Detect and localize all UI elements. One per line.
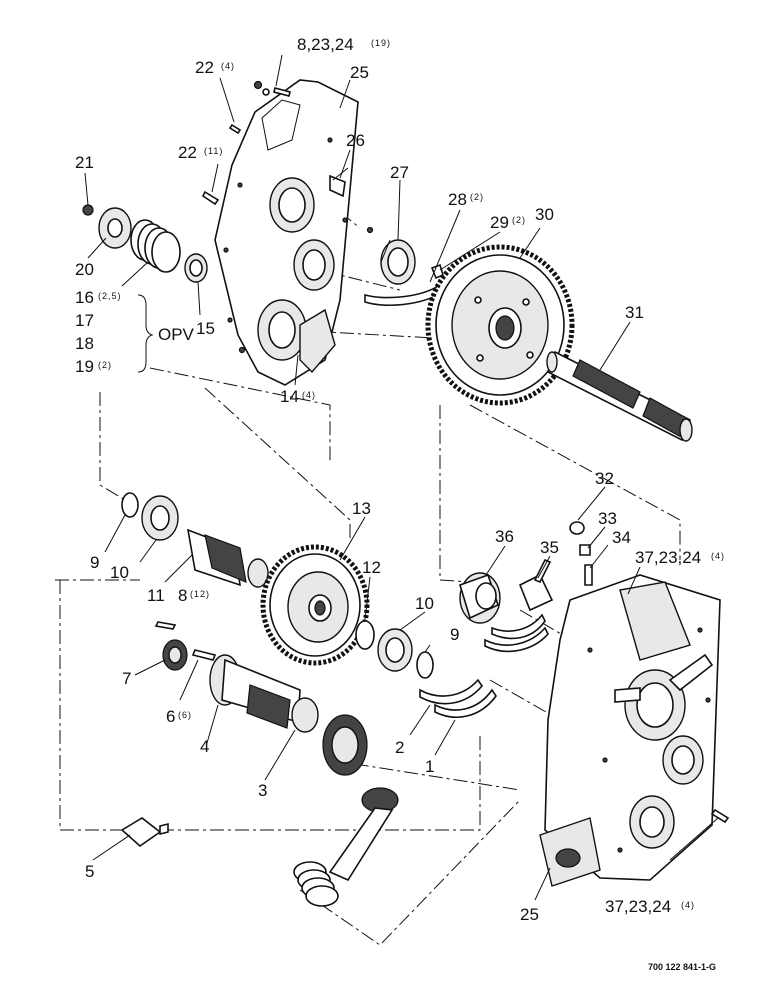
callout-22-lower: 22 [178, 143, 197, 162]
bevel-shaft-and-spring [293, 787, 399, 907]
callout-36: 36 [495, 527, 514, 546]
callout-16: 16 [75, 288, 94, 307]
callout-28: 28 [448, 190, 467, 209]
callout-37-23-24-bottom-qty: (4) [681, 900, 695, 910]
callout-10-left: 10 [110, 563, 129, 582]
callout-15: 15 [196, 319, 215, 338]
callout-16-qty: (2,5) [98, 291, 122, 301]
callout-25-lower: 25 [520, 905, 539, 924]
callout-14-qty: (4) [302, 390, 316, 400]
callout-22-upper: 22 [195, 58, 214, 77]
callout-1: 1 [425, 757, 434, 776]
spring-stack-16-20 [82, 204, 208, 283]
callout-22-lower-qty: (11) [204, 146, 223, 156]
shims-lower-right [484, 613, 549, 653]
callout-8-mid-qty: (12) [190, 589, 210, 599]
callout-14: 14 [280, 387, 299, 406]
callout-7: 7 [122, 669, 131, 688]
right-bearing-group [355, 620, 434, 679]
callout-17: 17 [75, 311, 94, 330]
lower-shaft-group [162, 639, 368, 776]
top-fasteners [201, 80, 291, 206]
bearing-36 [459, 572, 501, 624]
seals-32-34 [569, 521, 593, 586]
callout-labels: 8,23,24 (19) 22 (4) 25 22 (11) 26 21 27 … [75, 35, 725, 972]
callout-26: 26 [346, 131, 365, 150]
callout-10-right: 10 [415, 594, 434, 613]
callout-18: 18 [75, 334, 94, 353]
callout-34: 34 [612, 528, 631, 547]
callout-29-qty: (2) [512, 215, 526, 225]
callout-19: 19 [75, 357, 94, 376]
callout-9-right: 9 [450, 625, 459, 644]
callout-31: 31 [625, 303, 644, 322]
grease-tube-5 [120, 817, 169, 848]
callout-12: 12 [362, 558, 381, 577]
part-26-linkage [329, 167, 374, 234]
callout-37-23-24-top-qty: (4) [711, 551, 725, 561]
middle-bearing-group [121, 492, 269, 630]
callout-25-upper: 25 [350, 63, 369, 82]
leader-lines [84, 54, 719, 901]
callout-2: 2 [395, 738, 404, 757]
callout-29: 29 [490, 213, 509, 232]
callout-5: 5 [85, 862, 94, 881]
callout-30: 30 [535, 205, 554, 224]
callout-4: 4 [200, 737, 209, 756]
callout-9-left: 9 [90, 553, 99, 572]
callout-32: 32 [595, 469, 614, 488]
callout-21: 21 [75, 153, 94, 172]
upper-gearcase-plate [214, 79, 359, 386]
callout-13: 13 [352, 499, 371, 518]
callout-8-23-24-top-qty: (19) [371, 38, 391, 48]
callout-27: 27 [390, 163, 409, 182]
callout-6-qty: (6) [178, 710, 192, 720]
callout-28-qty: (2) [470, 192, 484, 202]
callout-opv: OPV [158, 325, 195, 344]
lever-35 [518, 558, 554, 612]
callout-8-mid: 8 [178, 586, 187, 605]
drawing-reference-number: 700 122 841-1-G [648, 962, 716, 972]
shims-1-2 [419, 678, 497, 718]
splined-shaft-31 [546, 350, 693, 442]
callout-20: 20 [75, 260, 94, 279]
bearing-27 [380, 239, 416, 285]
callout-3: 3 [258, 781, 267, 800]
lower-gearcase [539, 574, 730, 887]
callout-35: 35 [540, 538, 559, 557]
callout-19-qty: (2) [98, 360, 112, 370]
opv-brace [137, 294, 154, 373]
callout-6: 6 [166, 707, 175, 726]
callout-8-23-24-top: 8,23,24 [297, 35, 354, 54]
gear-30 [425, 244, 575, 406]
callout-11: 11 [147, 586, 165, 605]
gear-13 [260, 544, 370, 666]
callout-33: 33 [598, 509, 617, 528]
callout-37-23-24-bottom: 37,23,24 [605, 897, 671, 916]
callout-37-23-24-top: 37,23,24 [635, 548, 701, 567]
callout-22-upper-qty: (4) [221, 61, 235, 71]
